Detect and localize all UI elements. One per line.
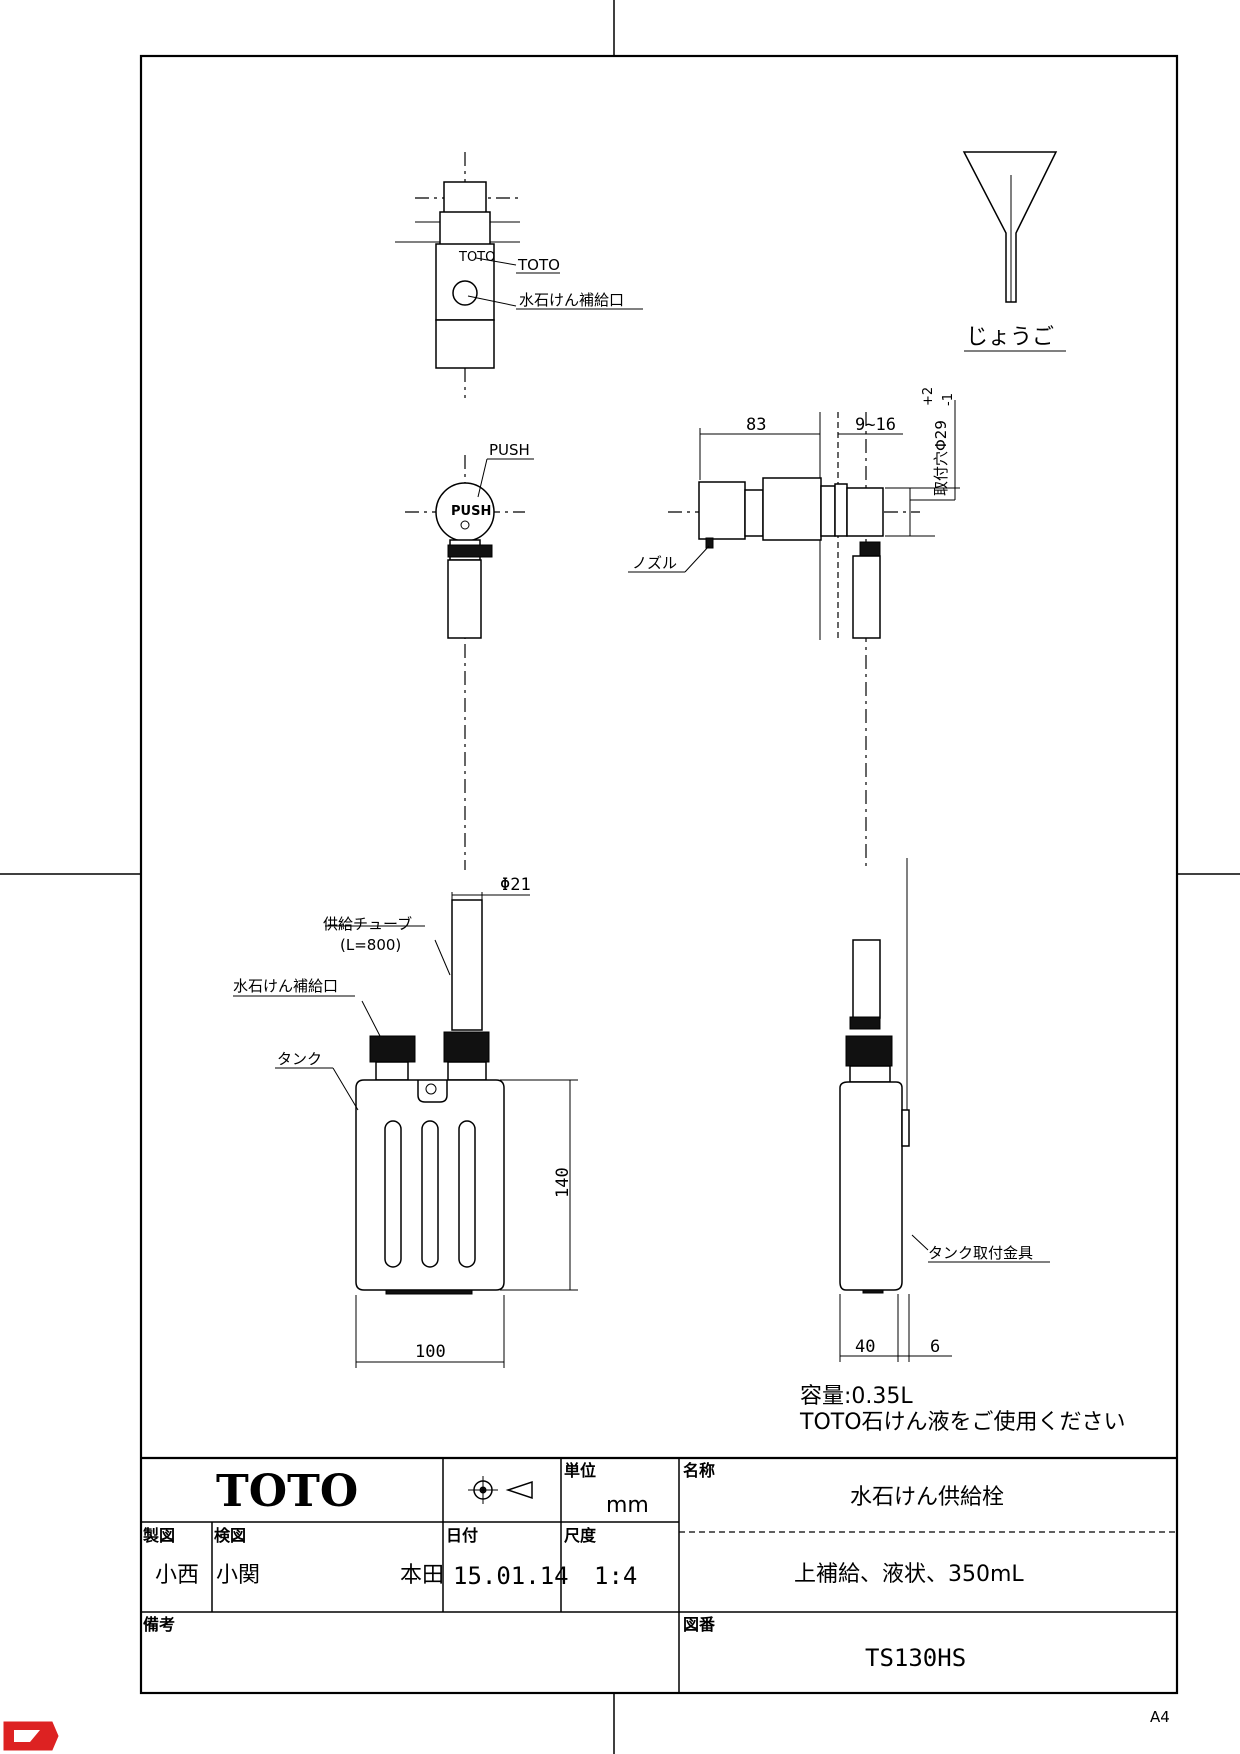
value-approved-by: 本田	[400, 1563, 444, 1588]
label-supply-tube-len: (L=800)	[340, 936, 401, 954]
value-drawn-by: 小西	[155, 1563, 199, 1588]
label-drawing-no: 図番	[683, 1615, 716, 1634]
label-mount-tol-plus: +2	[921, 387, 936, 406]
dim-9-16: 9~16	[855, 415, 896, 435]
label-date: 日付	[446, 1526, 478, 1545]
label-supply-tube: 供給チューブ	[323, 915, 412, 933]
leader-refill-top	[467, 295, 517, 307]
title-block	[141, 1456, 1177, 1693]
value-checked-by: 小関	[216, 1563, 260, 1588]
label-remarks: 備考	[143, 1615, 175, 1634]
label-unit: 単位	[564, 1461, 596, 1480]
leader-refill-tank	[361, 1000, 381, 1037]
label-scale: 尺度	[564, 1526, 597, 1545]
label-nozzle: ノズル	[632, 554, 677, 572]
corner-brand-icon	[3, 1721, 59, 1751]
value-drawing-no: TS130HS	[865, 1644, 966, 1672]
label-toto-mark: TOTO	[517, 256, 560, 274]
dim-100: 100	[415, 1342, 446, 1362]
push-cap-text: PUSH	[451, 504, 491, 519]
dim-phi21: Φ21	[500, 875, 531, 895]
leader-tank	[332, 1067, 359, 1111]
side-view-spout	[668, 412, 920, 870]
label-refill-port-tank: 水石けん補給口	[233, 977, 338, 995]
value-name: 水石けん供給栓	[850, 1485, 1004, 1510]
leader-toto	[475, 257, 517, 266]
tank-front-view	[355, 899, 505, 1295]
label-push: PUSH	[489, 441, 530, 459]
value-spec: 上補給、液状、350mL	[794, 1562, 1024, 1587]
dim-40: 40	[855, 1337, 875, 1357]
label-tank: タンク	[277, 1050, 322, 1068]
label-drawn: 製図	[142, 1526, 175, 1545]
funnel-icon	[962, 151, 1058, 303]
leader-supply-tube	[434, 939, 451, 976]
label-mount-tol-minus: -1	[941, 393, 956, 406]
toto-logo: TOTO	[216, 1466, 358, 1517]
tank-side-view	[839, 858, 910, 1294]
label-refill-port-top: 水石けん補給口	[519, 291, 624, 309]
label-funnel: じょうご	[966, 325, 1054, 350]
note-usage: TOTO石けん液をご使用ください	[799, 1410, 1126, 1435]
front-view-top: TOTO	[395, 152, 520, 398]
note-capacity: 容量:0.35L	[800, 1384, 913, 1409]
projection-symbol-icon	[468, 1476, 533, 1504]
leader-nozzle	[684, 545, 710, 573]
paper-size: A4	[1150, 1708, 1170, 1726]
label-tank-bracket: タンク取付金具	[928, 1244, 1033, 1262]
leader-tank-bracket	[911, 1234, 929, 1251]
label-name: 名称	[683, 1461, 715, 1480]
dim-83: 83	[746, 415, 766, 435]
value-date: 15.01.14	[453, 1562, 569, 1590]
label-mount-hole: 取付穴Φ29	[932, 420, 950, 496]
svg-text:TOTO: TOTO	[458, 250, 495, 265]
dim-6: 6	[930, 1337, 940, 1357]
drawing-border	[139, 54, 1179, 1695]
value-scale: 1:4	[594, 1562, 637, 1590]
label-checked: 検図	[214, 1526, 246, 1545]
push-button-view: PUSH	[405, 455, 525, 870]
value-unit: mm	[606, 1493, 649, 1518]
dim-140: 140	[553, 1167, 573, 1198]
